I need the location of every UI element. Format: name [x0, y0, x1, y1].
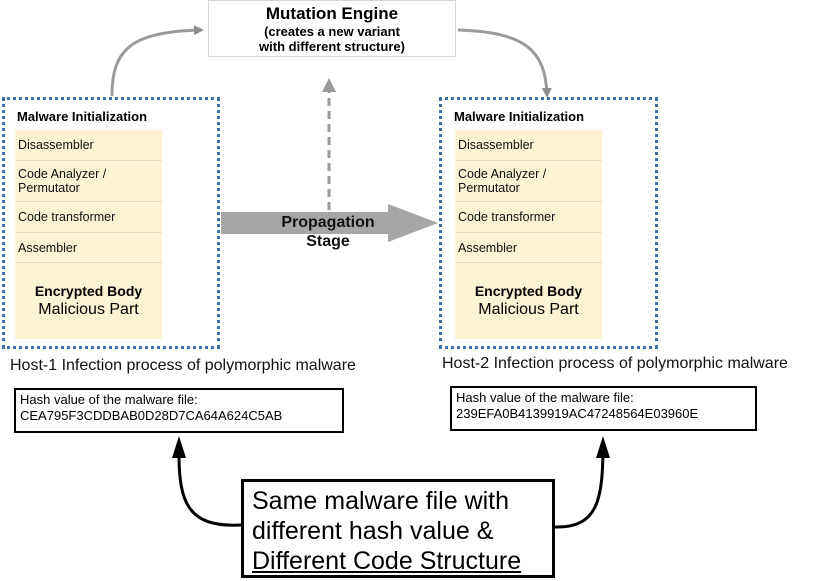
mutation-engine-box: Mutation Engine (creates a new variant w…	[208, 0, 456, 57]
host2-caption: Host-2 Infection process of polymorphic …	[442, 355, 788, 372]
host2-hash-value: 239EFA0B4139919AC47248564E03960E	[456, 406, 699, 421]
callout-line3: Different Code Structure	[252, 547, 522, 575]
host2-stack: Disassembler Code Analyzer / Permutator …	[455, 130, 602, 339]
arrow-callout-to-hash1	[177, 442, 242, 527]
mutation-engine-subtitle: (creates a new variant with different st…	[259, 24, 405, 54]
arrow-dashed-up-head	[322, 78, 336, 92]
host1-body-subtitle: Malicious Part	[38, 301, 139, 318]
host1-stack-assembler: Assembler	[15, 233, 162, 263]
host1-body-title: Encrypted Body	[34, 283, 143, 299]
host1-stack: Disassembler Code Analyzer / Permutator …	[15, 130, 162, 339]
callout-line1: Same malware file with	[252, 487, 510, 515]
host2-encrypted-body: Encrypted Body Malicious Part	[455, 263, 602, 339]
host2-body-title: Encrypted Body	[474, 283, 583, 299]
host2-box: Malware Initialization Disassembler Code…	[439, 97, 658, 349]
host1-title: Malware Initialization	[17, 109, 148, 124]
mutation-engine-title: Mutation Engine	[265, 4, 399, 23]
host1-encrypted-body: Encrypted Body Malicious Part	[15, 263, 162, 339]
host2-stack-code-transformer: Code transformer	[455, 202, 602, 233]
host2-stack-code-analyzer: Code Analyzer / Permutator	[455, 161, 602, 202]
host1-hash-value: CEA795F3CDDBAB0D28D7CA64A624C5AB	[20, 408, 283, 423]
host2-stack-assembler: Assembler	[455, 233, 602, 263]
host1-stack-code-transformer: Code transformer	[15, 202, 162, 233]
host1-box: Malware Initialization Disassembler Code…	[2, 97, 220, 349]
callout-line2: different hash value &	[252, 517, 494, 545]
host2-hash-box: Hash value of the malware file: 239EFA0B…	[450, 386, 757, 431]
arrow-head-hash2	[596, 436, 610, 458]
host1-hash-label: Hash value of the malware file:	[20, 392, 198, 407]
host1-stack-code-analyzer: Code Analyzer / Permutator	[15, 161, 162, 202]
arrow-callout-to-hash2	[554, 442, 605, 529]
host2-title: Malware Initialization	[454, 109, 585, 124]
propagation-arrow	[221, 204, 438, 242]
arrow-host1-to-engine	[110, 25, 204, 97]
host1-caption: Host-1 Infection process of polymorphic …	[10, 357, 356, 374]
arrow-head-hash1	[172, 436, 186, 458]
conclusion-callout: Same malware file with different hash va…	[241, 479, 555, 578]
host2-body-subtitle: Malicious Part	[478, 301, 579, 318]
propagation-stage-label: Propagation Stage	[281, 214, 375, 250]
host1-hash-box: Hash value of the malware file: CEA795F3…	[14, 388, 344, 433]
host2-hash-label: Hash value of the malware file:	[456, 390, 634, 405]
host1-stack-disassembler: Disassembler	[15, 130, 162, 161]
arrow-engine-to-host2	[457, 28, 552, 98]
host2-stack-disassembler: Disassembler	[455, 130, 602, 161]
